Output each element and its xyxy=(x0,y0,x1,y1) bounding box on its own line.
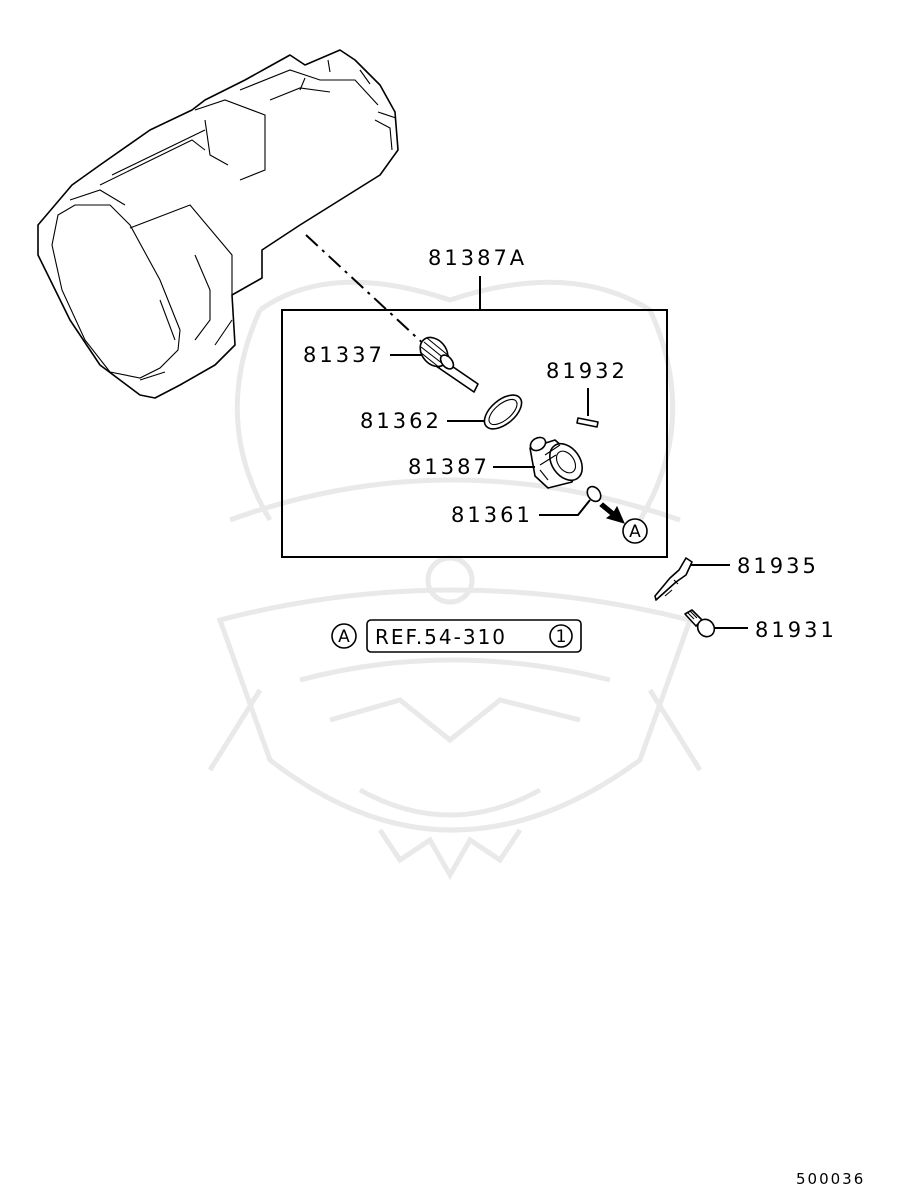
marker-circle-in-box xyxy=(622,518,648,544)
part-label-81935: 81935 xyxy=(737,554,819,578)
bolt-part xyxy=(684,609,716,638)
assembly-label: 81387A xyxy=(428,246,527,270)
transmission-case xyxy=(37,49,399,399)
reference-text: REF.54-310 xyxy=(375,625,507,649)
reference-box xyxy=(366,619,582,653)
small-o-ring-part xyxy=(586,485,602,503)
reference-number-circle xyxy=(549,624,573,648)
pin-part xyxy=(576,417,599,428)
reference-number: 1 xyxy=(556,627,567,647)
arrow-to-marker xyxy=(599,502,625,524)
sleeve-part xyxy=(529,436,584,489)
o-ring-part xyxy=(483,394,523,430)
reference-marker-circle xyxy=(331,623,357,649)
part-label-81361: 81361 xyxy=(451,503,533,527)
clip-part xyxy=(654,557,693,601)
part-label-81932: 81932 xyxy=(546,359,628,383)
part-label-81387: 81387 xyxy=(408,455,490,479)
watermark-emblem xyxy=(207,279,703,881)
part-label-81931: 81931 xyxy=(755,618,837,642)
leader-81361 xyxy=(539,499,591,516)
marker-letter-in-box: A xyxy=(629,522,641,542)
part-label-81337: 81337 xyxy=(303,343,385,367)
alignment-line xyxy=(305,234,429,349)
diagram-code: 500036 xyxy=(796,1170,865,1187)
assembly-box xyxy=(281,309,668,558)
driven-gear-part xyxy=(419,336,479,393)
reference-marker-letter: A xyxy=(338,627,350,647)
part-label-81362: 81362 xyxy=(360,409,442,433)
